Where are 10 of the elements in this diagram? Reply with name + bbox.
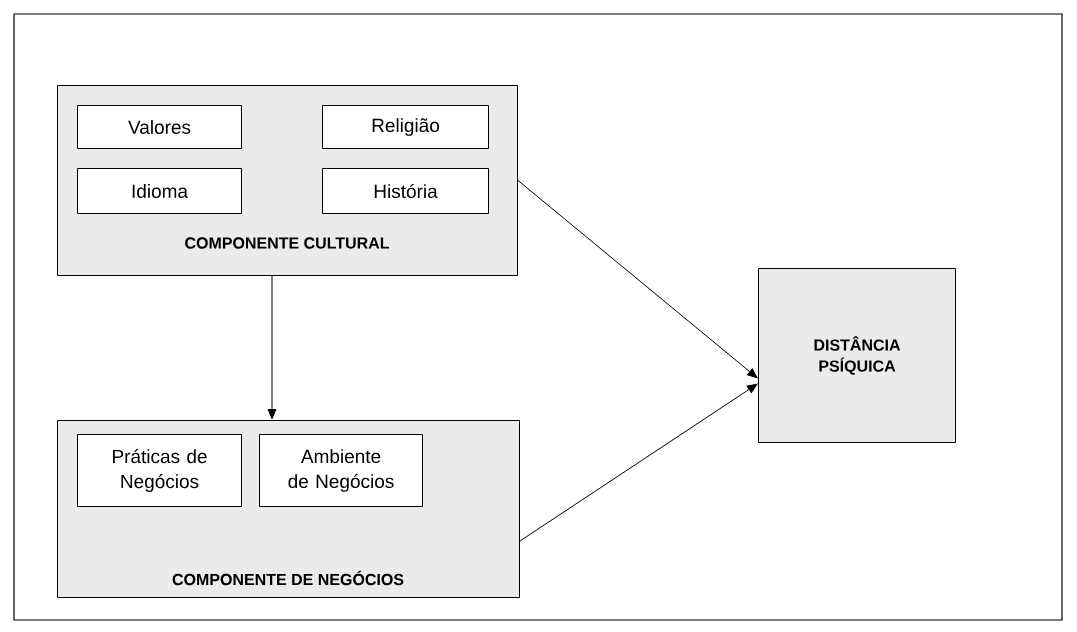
- arrow: [267, 275, 277, 420]
- text-box: Práticas de Negócios: [77, 434, 242, 507]
- text-box: História: [322, 168, 489, 214]
- text-box: Religião: [322, 105, 489, 149]
- arrow: [519, 383, 758, 542]
- arrow: [517, 180, 758, 379]
- text-box: Ambiente de Negócios: [259, 434, 423, 507]
- text-box: Idioma: [77, 168, 242, 214]
- text-box: Valores: [77, 105, 242, 149]
- result-box: DISTÂNCIA PSÍQUICA: [758, 268, 956, 443]
